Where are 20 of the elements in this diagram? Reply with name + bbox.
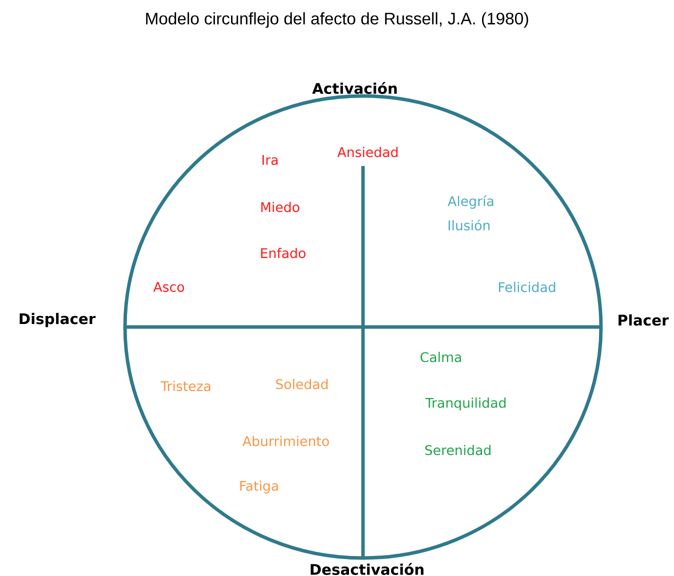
- emotion-label: Calma: [420, 352, 461, 362]
- emotion-label: Miedo: [261, 202, 300, 212]
- emotion-label: Tranquilidad: [425, 398, 506, 410]
- emotion-label: Ansiedad: [337, 146, 398, 158]
- emotion-label: Asco: [153, 282, 184, 292]
- emotion-label: Felicidad: [498, 282, 556, 292]
- emotion-label: Serenidad: [425, 444, 490, 456]
- axis-label: Placer: [618, 314, 669, 326]
- emotion-label: Aburrimiento: [242, 436, 329, 446]
- emotion-label: Alegría: [448, 195, 494, 209]
- axis-label: Desactivación: [310, 563, 424, 575]
- emotion-label: Enfado: [261, 248, 306, 258]
- emotion-label: Soledad: [276, 378, 328, 390]
- axis-label: Activación: [312, 82, 397, 94]
- emotion-label: Ira: [262, 155, 278, 165]
- title: Modelo circunflejo del afecto de Russell, J.A. (1980): [146, 12, 528, 28]
- emotion-label: Ilusión: [448, 220, 490, 230]
- emotion-label: Tristeza: [160, 380, 210, 392]
- emotion-label: Fatiga: [240, 480, 278, 494]
- axis-label: Displacer: [20, 312, 96, 328]
